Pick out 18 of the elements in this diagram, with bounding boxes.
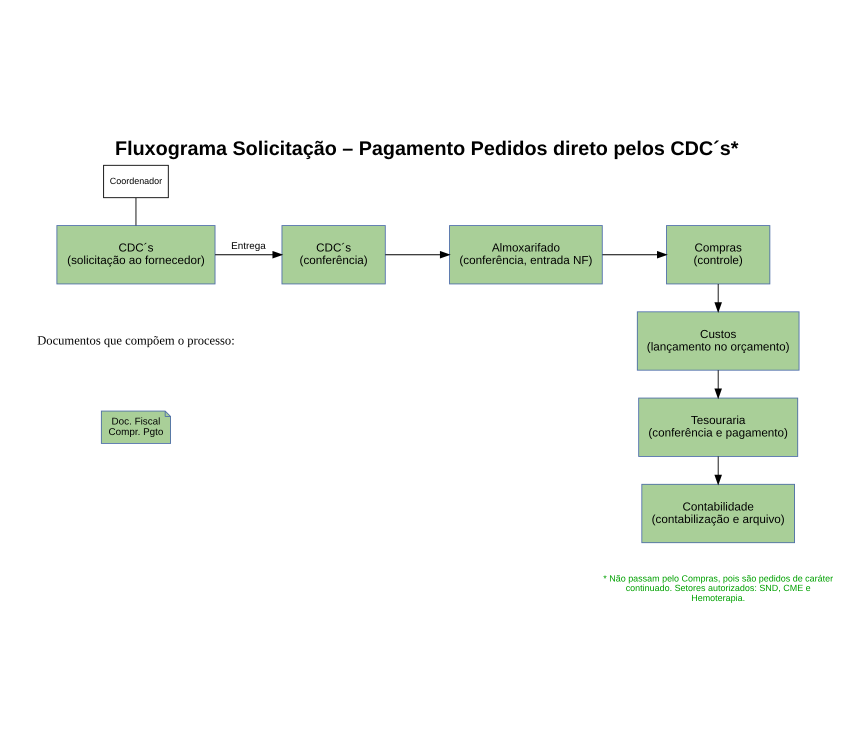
- node-box: Almoxarifado (conferência, entrada NF): [449, 225, 603, 284]
- arrow: [602, 250, 668, 259]
- node-box: CDC´s (solicitação ao fornecedor): [56, 225, 216, 284]
- arrow: [214, 250, 284, 259]
- node-box: CDC´s (conferência): [282, 225, 386, 284]
- node-box: Custos (lançamento no orçamento): [636, 311, 800, 371]
- arrow: [385, 250, 451, 259]
- node-box: Coordenador: [103, 164, 169, 198]
- arrow: [714, 370, 722, 400]
- label: * Não passam pelo Compras, pois são pedidos de caráter continuado. Setores autorizados: SND, CME e Hemoterapia.: [603, 573, 834, 604]
- label: Documentos que compõem o processo:: [37, 333, 235, 348]
- arrow: [714, 456, 722, 486]
- edge-label: Entrega: [231, 241, 266, 252]
- arrow: [714, 284, 722, 314]
- node-box: Compras (controle): [666, 225, 770, 284]
- node-box: Tesouraria (conferência e pagamento): [638, 398, 798, 457]
- diagram-title: Fluxograma Solicitação – Pagamento Pedidos direto pelos CDC´s*: [115, 138, 738, 160]
- node-box: Contabilidade (contabilização e arquivo): [641, 484, 795, 544]
